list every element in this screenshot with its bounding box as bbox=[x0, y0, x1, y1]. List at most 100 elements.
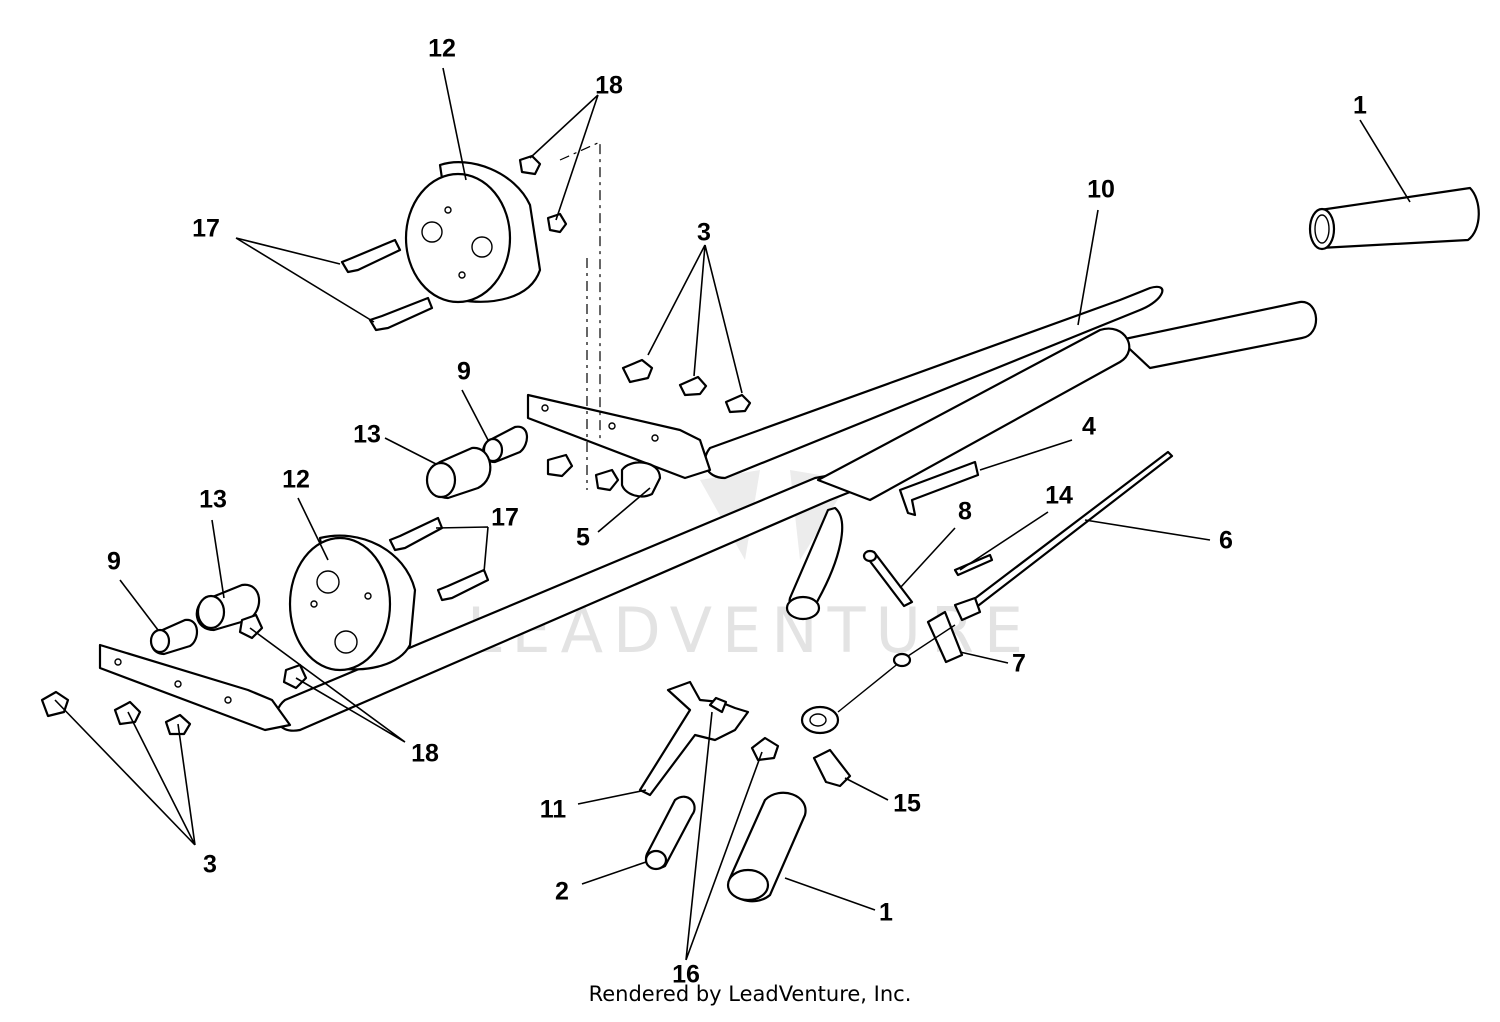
leader-13-top bbox=[384, 437, 437, 465]
bolt bbox=[546, 453, 574, 478]
callout-9-bottom: 9 bbox=[107, 548, 121, 576]
cable-6-wire bbox=[837, 661, 901, 713]
wheel-hole bbox=[471, 236, 493, 258]
callout-14: 14 bbox=[1045, 482, 1073, 510]
upper-mount-assembly bbox=[425, 141, 752, 500]
leader-3-bottom bbox=[54, 699, 196, 846]
pin-7 bbox=[926, 610, 964, 664]
bolt-3 bbox=[724, 393, 752, 414]
callout-1-bottom: 1 bbox=[879, 899, 893, 927]
callout-11: 11 bbox=[540, 796, 567, 824]
upper-mount-plate bbox=[526, 393, 712, 480]
cable-6-fitting bbox=[953, 596, 982, 622]
spacer-9-end bbox=[149, 628, 171, 654]
callout-5: 5 bbox=[576, 524, 590, 552]
leader-8 bbox=[899, 527, 956, 589]
cable-6-eyelet bbox=[800, 705, 840, 735]
nut-16 bbox=[750, 736, 780, 762]
leader-17-top bbox=[235, 237, 375, 323]
callout-17-top: 17 bbox=[192, 215, 220, 243]
callout-labels: 1 1 2 3 3 4 5 6 7 8 9 9 10 11 12 12 13 1… bbox=[107, 35, 1367, 989]
bolt-3 bbox=[40, 690, 70, 718]
leader-9-bottom bbox=[119, 579, 159, 631]
nut-18 bbox=[518, 154, 542, 176]
leader-4 bbox=[979, 439, 1073, 471]
bolt-17 bbox=[388, 516, 444, 552]
bolt-15 bbox=[812, 748, 852, 788]
callout-2: 2 bbox=[555, 878, 569, 906]
nut-16 bbox=[708, 696, 728, 714]
bolt-17 bbox=[368, 296, 434, 332]
spacer-9-end bbox=[482, 437, 504, 463]
cable-6-ferrule bbox=[892, 652, 912, 668]
leader-3-top bbox=[647, 244, 743, 394]
credit-line: Rendered by LeadVenture, Inc. bbox=[588, 982, 912, 1006]
tube-bracket-4 bbox=[898, 460, 980, 517]
plate-hole bbox=[174, 680, 182, 688]
plate-hole bbox=[541, 404, 549, 412]
clip-5 bbox=[620, 461, 662, 498]
bolt-3 bbox=[621, 358, 654, 384]
leader-14 bbox=[959, 511, 1049, 571]
wheel-hole bbox=[316, 570, 340, 594]
lower-mount-plate bbox=[98, 643, 292, 732]
grip-1-bore bbox=[1314, 214, 1330, 244]
leader-12-bottom bbox=[297, 497, 329, 561]
grip-1-top bbox=[1308, 186, 1480, 251]
bolt-17 bbox=[436, 568, 490, 602]
callout-17-bottom: 17 bbox=[491, 504, 519, 532]
grip-1-end bbox=[726, 868, 770, 902]
plate-hole bbox=[608, 422, 616, 430]
callout-4: 4 bbox=[1082, 413, 1096, 441]
leader-2 bbox=[581, 861, 647, 885]
cross-tube-10 bbox=[816, 327, 1131, 502]
bolt-17 bbox=[340, 238, 402, 274]
leader-6 bbox=[1084, 519, 1211, 541]
upper-wheel-assembly bbox=[340, 154, 568, 332]
cotter-pin-14 bbox=[953, 553, 994, 577]
leader-1-bottom bbox=[784, 877, 876, 911]
plate-hole bbox=[651, 434, 659, 442]
spacer-13-end bbox=[425, 461, 457, 499]
bolt-3 bbox=[113, 700, 142, 726]
callout-6: 6 bbox=[1219, 527, 1233, 555]
leader-9-top bbox=[461, 389, 489, 441]
callout-1-top: 1 bbox=[1353, 92, 1367, 120]
callout-8: 8 bbox=[958, 498, 972, 526]
lower-mount-assembly bbox=[40, 583, 308, 736]
cable-6-rod bbox=[963, 450, 1174, 614]
wheel-hole bbox=[310, 600, 318, 608]
callout-12-bottom: 12 bbox=[282, 466, 310, 494]
callout-13-bottom: 13 bbox=[199, 486, 227, 514]
alignment-line bbox=[559, 141, 601, 440]
down-tube-end bbox=[785, 595, 821, 621]
control-lever-11 bbox=[638, 680, 750, 797]
wheel-hole bbox=[444, 206, 452, 214]
leader-18-top bbox=[529, 94, 599, 221]
callout-12-top: 12 bbox=[428, 35, 456, 63]
callout-18-bottom: 18 bbox=[411, 740, 439, 768]
callout-3-bottom: 3 bbox=[203, 851, 217, 879]
leader-18-bottom bbox=[249, 627, 406, 743]
grip-2-end bbox=[644, 849, 668, 871]
handle-frame bbox=[275, 285, 1318, 732]
cable-6-wire bbox=[904, 624, 956, 659]
leader-15 bbox=[844, 777, 889, 801]
cable-6-eyelet-hole bbox=[809, 713, 827, 727]
leader-11 bbox=[577, 789, 647, 805]
lower-wheel-assembly bbox=[288, 516, 490, 672]
wheel-12-face bbox=[288, 536, 392, 672]
cable-assembly bbox=[800, 450, 1174, 788]
leader-1-top bbox=[1359, 119, 1411, 203]
leader-7 bbox=[959, 651, 1009, 664]
nut-18 bbox=[282, 663, 308, 690]
grip-1-body bbox=[1318, 186, 1480, 250]
callout-16: 16 bbox=[672, 961, 700, 989]
wheel-hole bbox=[421, 221, 443, 243]
callout-13-top: 13 bbox=[353, 421, 381, 449]
callout-15: 15 bbox=[893, 790, 921, 818]
leader-13-bottom bbox=[211, 519, 225, 599]
leader-12-top bbox=[442, 67, 467, 181]
